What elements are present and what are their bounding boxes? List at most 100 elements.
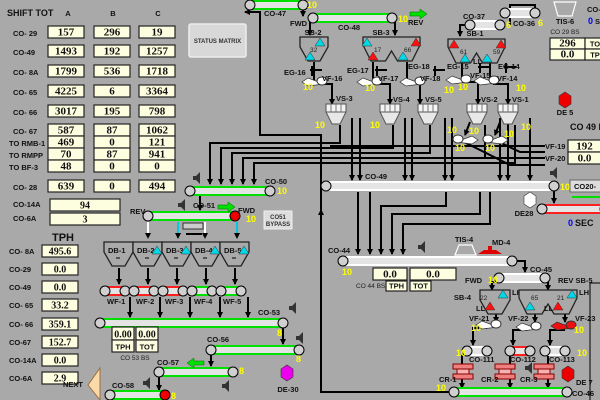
- conveyor-belt[interactable]: [221, 287, 241, 295]
- pulley-icon: [536, 203, 548, 215]
- pulley-icon: [506, 255, 518, 267]
- row-label: CO- 67: [13, 127, 37, 136]
- conveyor-belt[interactable]: [105, 287, 125, 295]
- next-button-label[interactable]: NEXT: [63, 380, 83, 389]
- shift-total-value-box: [47, 84, 85, 98]
- co51-bypass-button[interactable]: [263, 210, 293, 230]
- conveyor-co-47[interactable]: [244, 0, 309, 11]
- conveyor-wf-1[interactable]: [99, 285, 131, 297]
- conveyor-belt[interactable]: [326, 182, 554, 190]
- pulley-icon: [539, 345, 551, 357]
- equipment-speed: 10: [574, 325, 584, 335]
- conveyor-belt[interactable]: [313, 14, 392, 22]
- pulley-icon: [559, 345, 571, 357]
- sb2-label: SB-2: [304, 28, 321, 37]
- conveyor-co-57[interactable]: [153, 366, 239, 378]
- vf23-feeder-head: [565, 320, 577, 330]
- co51-bypass-label[interactable]: BYPASS: [266, 222, 290, 228]
- flow-line: [463, 121, 471, 136]
- conveyor-belt[interactable]: [250, 1, 303, 9]
- direction-arrow-right-icon: [409, 8, 428, 20]
- co20-button-label[interactable]: CO20-: [574, 182, 597, 191]
- level-low-icon: [484, 301, 496, 311]
- status-matrix-button[interactable]: [188, 23, 247, 58]
- conveyor-co-20-out[interactable]: [536, 203, 600, 215]
- speaker-icon[interactable]: [193, 172, 200, 184]
- conveyor-belt[interactable]: [190, 187, 270, 195]
- conveyor-belt[interactable]: [467, 347, 487, 355]
- co51-bypass-label[interactable]: CO51: [270, 215, 286, 221]
- conveyor-belt[interactable]: [454, 388, 567, 396]
- conveyor-co-111[interactable]: [461, 345, 493, 357]
- conveyor-belt[interactable]: [192, 287, 212, 295]
- conveyor-co-112[interactable]: [504, 345, 536, 357]
- conveyor-belt[interactable]: [343, 257, 512, 265]
- conveyor-belt[interactable]: [134, 287, 154, 295]
- conveyor-co-44[interactable]: [337, 255, 518, 267]
- speaker-icon[interactable]: [143, 377, 150, 389]
- vs1-label: VS-1: [512, 95, 529, 104]
- conveyor-belt[interactable]: [211, 346, 299, 354]
- conveyor-wf-2[interactable]: [128, 285, 160, 297]
- speaker-icon[interactable]: [178, 199, 185, 211]
- conveyor-wf-3[interactable]: [157, 285, 189, 297]
- sb3-hopper: [362, 36, 421, 62]
- conveyor-co-37[interactable]: [464, 19, 506, 31]
- tripper-car-icon[interactable]: [182, 222, 204, 230]
- conveyor-co-56[interactable]: [205, 344, 305, 356]
- row-label: CO-29: [9, 265, 31, 274]
- conveyor-belt[interactable]: [159, 368, 233, 376]
- speaker-icon[interactable]: [525, 362, 532, 374]
- conveyor-belt[interactable]: [100, 319, 283, 327]
- conveyor-belt[interactable]: [163, 287, 183, 295]
- fwd-label: FWD: [238, 206, 256, 215]
- tot-unit: TOT: [140, 343, 155, 352]
- bin-indicator: [116, 257, 120, 259]
- conveyor-belt[interactable]: [148, 212, 235, 220]
- ll-label: LL: [544, 304, 554, 313]
- speaker-icon[interactable]: [289, 302, 296, 314]
- cr1-label: CR-1: [439, 375, 457, 384]
- row-label: CO- 8A: [13, 68, 39, 77]
- tph-value: 152.7: [49, 338, 72, 349]
- pulley-icon: [504, 345, 516, 357]
- conveyor-co-50[interactable]: [184, 185, 276, 197]
- conveyor-co-58[interactable]: [104, 389, 171, 400]
- conveyor-belt[interactable]: [505, 9, 535, 17]
- conveyor-belt[interactable]: [510, 347, 530, 355]
- conveyor-belt[interactable]: [545, 347, 565, 355]
- conveyor-co-49[interactable]: [320, 180, 560, 192]
- conveyor-belt[interactable]: [470, 21, 500, 29]
- conveyor-belt[interactable]: [499, 274, 545, 282]
- conveyor-belt[interactable]: [110, 391, 165, 399]
- speaker-icon[interactable]: [222, 380, 229, 392]
- conveyor-co-113[interactable]: [539, 345, 571, 357]
- level-low-icon: [397, 51, 409, 61]
- conveyor-co-53[interactable]: [94, 317, 289, 329]
- conveyor-wf-4[interactable]: [186, 285, 218, 297]
- metal-detector-de7-icon: [561, 365, 575, 383]
- next-arrow-button[interactable]: [87, 366, 101, 400]
- speaker-icon[interactable]: [296, 332, 303, 344]
- shift-total-value-box: [93, 84, 131, 98]
- row-label: CO-49: [9, 283, 31, 292]
- level-high-icon: [180, 245, 192, 255]
- conveyor-speed: 8: [296, 354, 301, 364]
- lh-label: LH: [579, 288, 589, 297]
- co20-button[interactable]: [569, 179, 600, 193]
- conveyor-co-48[interactable]: [307, 12, 398, 24]
- conveyor-speed: 8: [171, 391, 176, 400]
- conveyor-speed: 6: [506, 20, 511, 30]
- status-matrix-label[interactable]: STATUS MATRIX: [194, 39, 241, 45]
- conveyor-co-51[interactable]: [142, 210, 241, 222]
- conveyor-co-46[interactable]: [448, 386, 573, 398]
- conveyor-co-36[interactable]: [499, 7, 541, 19]
- pulley-icon: [524, 345, 536, 357]
- flow-line: [378, 192, 447, 255]
- speaker-icon[interactable]: [418, 241, 425, 253]
- direction-arrow-right-icon: [217, 201, 236, 213]
- speaker-icon[interactable]: [550, 167, 557, 179]
- conveyor-co-45[interactable]: [493, 272, 551, 284]
- conveyor-wf-5[interactable]: [215, 285, 247, 297]
- conveyor-belt[interactable]: [542, 205, 600, 213]
